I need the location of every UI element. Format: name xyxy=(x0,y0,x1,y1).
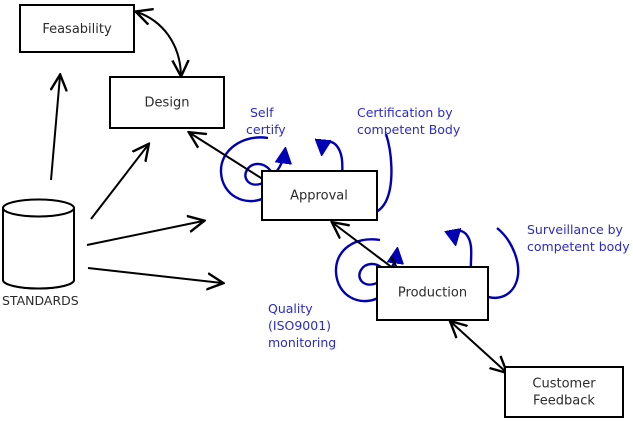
node-feasability[interactable]: Feasability xyxy=(19,4,135,53)
loop-label-certification: Certification by competent Body xyxy=(357,105,461,137)
loop-label-surveillance-line1: Surveillance by xyxy=(527,222,624,237)
standards-cylinder-bottom-arc xyxy=(2,279,75,290)
node-production-box[interactable] xyxy=(376,266,489,321)
standards-cylinder-top xyxy=(2,198,75,218)
loop-label-certification-line2: competent Body xyxy=(357,122,461,137)
node-standards-datastore[interactable]: STANDARDS xyxy=(2,198,79,309)
arrow-standards-production xyxy=(87,267,222,283)
arrow-production-approval xyxy=(333,223,398,272)
arrow-customerfeedback-production xyxy=(451,322,506,372)
loop-label-quality-monitoring-line3: monitoring xyxy=(268,335,336,350)
loop-label-surveillance-line2: competent body xyxy=(527,239,630,254)
node-production-label: Production xyxy=(398,286,467,301)
arrow-feasability-design xyxy=(137,12,181,75)
loop-label-self-certify-line2: certify xyxy=(246,122,286,137)
node-design[interactable]: Design xyxy=(109,76,225,129)
loop-label-self-certify: Self certify xyxy=(246,105,286,137)
node-design-label: Design xyxy=(145,96,190,111)
node-feasability-box[interactable] xyxy=(19,4,135,53)
standards-label: STANDARDS xyxy=(2,293,79,308)
node-customer-feedback[interactable]: Customer Feedback xyxy=(504,366,624,418)
node-customer-feedback-box[interactable] xyxy=(504,366,624,418)
loop-label-surveillance: Surveillance by competent body xyxy=(527,222,630,254)
node-approval-box[interactable] xyxy=(261,170,378,221)
arrow-standards-approval xyxy=(86,221,203,246)
loop-label-certification-line1: Certification by xyxy=(357,105,453,120)
arrow-standards-feasability xyxy=(51,76,60,181)
node-customer-feedback-label-line1: Customer xyxy=(532,377,596,392)
node-production[interactable]: Production xyxy=(376,266,489,321)
node-approval[interactable]: Approval xyxy=(261,170,378,221)
loop-label-self-certify-line1: Self xyxy=(250,105,274,120)
node-feasability-label: Feasability xyxy=(42,22,112,37)
loop-label-quality-monitoring: Quality (ISO9001) monitoring xyxy=(268,301,336,350)
loop-label-quality-monitoring-line1: Quality xyxy=(268,301,313,316)
loop-label-quality-monitoring-line2: (ISO9001) xyxy=(268,318,331,333)
node-design-box[interactable] xyxy=(109,76,225,129)
node-customer-feedback-label-line2: Feedback xyxy=(533,394,595,409)
standards-cylinder-body[interactable] xyxy=(2,207,75,290)
node-approval-label: Approval xyxy=(290,189,348,204)
arrow-standards-design xyxy=(90,145,148,220)
